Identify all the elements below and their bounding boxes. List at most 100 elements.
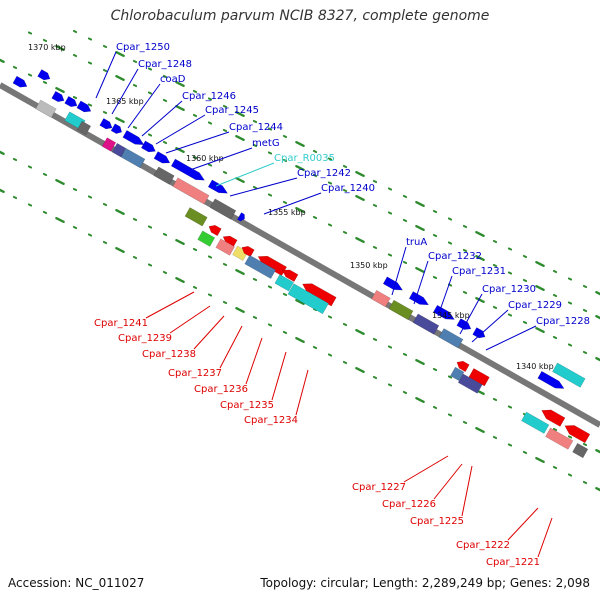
dot-mark <box>147 225 153 229</box>
gene-label: Cpar_1244 <box>229 122 283 133</box>
dot-mark <box>102 110 108 115</box>
dot-mark <box>147 133 153 137</box>
dot-mark <box>132 125 138 130</box>
gene-label: Cpar_1238 <box>142 349 196 360</box>
dot-mark <box>162 74 168 79</box>
dot-mark <box>567 435 573 439</box>
dot-mark <box>132 217 138 222</box>
label-leader-line <box>141 100 183 137</box>
forward-gene-arrow <box>537 370 565 389</box>
dot-mark <box>507 313 513 317</box>
gene-label: truA <box>406 237 427 248</box>
label-leader-line <box>461 465 473 517</box>
reverse-gene-arrow <box>521 411 550 434</box>
dot-mark <box>507 271 513 275</box>
forward-gene-arrow <box>64 95 78 108</box>
dot-mark <box>567 277 573 281</box>
accession-text: Accession: NC_011027 <box>8 576 145 590</box>
dot-mark <box>475 255 485 261</box>
dot-mark <box>462 224 468 229</box>
dot-mark <box>387 187 393 191</box>
dot-mark <box>252 143 258 148</box>
label-leader-line <box>219 325 243 369</box>
dot-mark <box>132 255 138 260</box>
gene-label: Cpar_1228 <box>536 316 590 327</box>
dot-mark <box>582 442 588 447</box>
gene-label: Cpar_1232 <box>428 251 482 262</box>
dot-mark <box>535 457 545 463</box>
dot-mark <box>27 165 33 169</box>
dot-mark <box>387 253 393 257</box>
dot-mark <box>432 209 438 214</box>
dot-mark <box>355 329 365 335</box>
dot-mark <box>507 405 513 409</box>
label-leader-line <box>189 147 253 171</box>
dot-mark <box>175 239 185 245</box>
dot-mark <box>567 301 573 305</box>
dot-mark <box>327 223 333 227</box>
dot-mark <box>312 215 318 220</box>
tick-label: 1350 kbp <box>350 261 388 270</box>
dot-mark <box>0 188 5 193</box>
genome-summary-text: Topology: circular; Length: 2,289,249 bp… <box>260 576 590 590</box>
dot-mark <box>355 237 365 243</box>
gene-label: Cpar_1221 <box>486 557 540 568</box>
forward-gene-arrow <box>120 147 146 169</box>
dot-mark <box>312 173 318 178</box>
dot-mark <box>595 291 600 296</box>
reverse-gene-arrow <box>564 425 591 444</box>
dot-mark <box>582 350 588 355</box>
gene-label: Cpar_1250 <box>116 42 170 53</box>
dot-mark <box>282 330 288 335</box>
reverse-gene-arrow <box>541 409 566 427</box>
gene-label: Cpar_1235 <box>220 400 274 411</box>
reverse-gene-arrow <box>208 224 222 237</box>
dot-mark <box>535 285 545 291</box>
reverse-gene-arrow <box>184 207 208 227</box>
dot-mark <box>342 230 348 235</box>
dot-mark <box>372 375 378 380</box>
label-leader-line <box>95 51 117 99</box>
dot-mark <box>582 284 588 289</box>
dot-mark <box>42 80 48 85</box>
dot-mark <box>235 111 245 117</box>
label-leader-line <box>155 114 206 145</box>
forward-gene-arrow <box>382 276 404 291</box>
label-leader-line <box>459 293 483 335</box>
map-title: Chlorobaculum parvum NCIB 8327, complete… <box>110 8 490 24</box>
forward-gene-arrow <box>122 130 145 146</box>
dot-mark <box>207 121 213 125</box>
dot-mark <box>207 255 213 259</box>
reverse-gene-arrow <box>222 235 238 248</box>
dot-mark <box>192 285 198 290</box>
dot-mark <box>462 420 468 425</box>
dot-mark <box>147 263 153 267</box>
gene-label: Cpar_1234 <box>244 415 298 426</box>
dot-mark <box>522 450 528 455</box>
dot-mark <box>402 194 408 199</box>
forward-gene-arrow <box>432 304 455 320</box>
dot-mark <box>72 53 78 58</box>
dot-mark <box>102 202 108 207</box>
gene-label: Cpar_R0035 <box>274 153 335 164</box>
forward-gene-arrow <box>35 99 57 118</box>
dot-mark <box>492 305 498 310</box>
label-leader-line <box>485 325 537 351</box>
dot-mark <box>402 352 408 357</box>
dot-mark <box>282 158 288 163</box>
forward-gene-arrow <box>76 100 92 113</box>
gene-features <box>12 69 591 459</box>
dot-mark <box>475 231 485 237</box>
dot-mark <box>207 97 213 101</box>
gene-label: Cpar_1245 <box>205 105 259 116</box>
dot-mark <box>192 113 198 118</box>
gene-label: Cpar_1226 <box>382 499 436 510</box>
dot-mark <box>447 241 453 245</box>
dot-mark <box>207 163 213 167</box>
reverse-gene-arrow <box>244 254 277 280</box>
forward-gene-arrow <box>37 69 51 81</box>
dot-mark <box>462 290 468 295</box>
dot-mark <box>147 67 153 71</box>
